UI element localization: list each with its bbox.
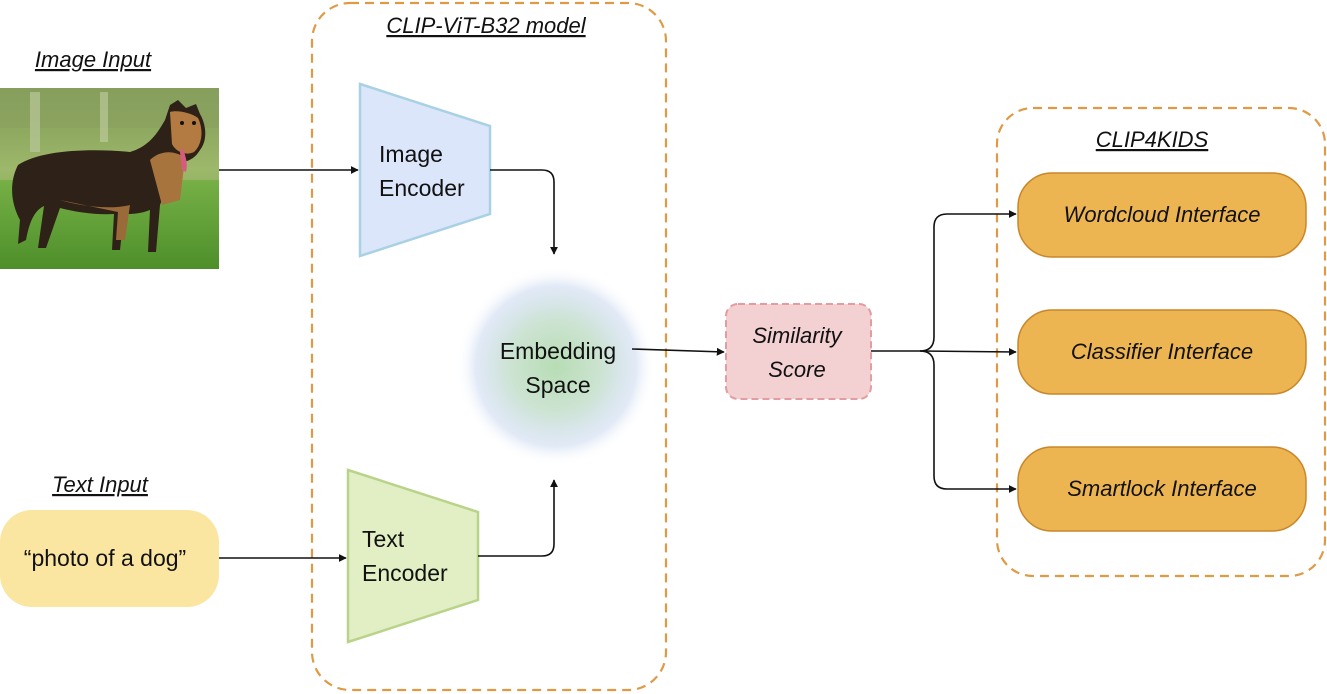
branch-to-classifier-arrow: [919, 347, 1017, 356]
clip-model-title: CLIP-ViT-B32 model: [386, 13, 586, 38]
image-encoder-to-embedding-arrow: [490, 169, 558, 255]
clip4kids-container: [995, 106, 1327, 578]
clip-model-container: [310, 1, 668, 692]
wordcloud-interface-label: Wordcloud Interface: [1064, 202, 1261, 227]
smartlock-interface-label: Smartlock Interface: [1067, 476, 1257, 501]
image-input-title: Image Input: [35, 47, 152, 72]
text-encoder-label-line1: Text: [362, 526, 405, 552]
smartlock-interface-box: [1017, 446, 1307, 532]
embedding-label-line1: Embedding: [500, 338, 616, 364]
classifier-interface-box: [1017, 309, 1307, 395]
text-input-value: “photo of a dog”: [24, 545, 186, 571]
text-input-box: [0, 510, 219, 607]
branch-to-wordcloud-arrow: [919, 210, 1017, 352]
branch-to-smartlock-arrow: [919, 350, 1017, 493]
clip4kids-title: CLIP4KIDS: [1096, 127, 1209, 152]
embedding-space-glow: [456, 266, 656, 466]
dog-photo-image: [0, 88, 219, 269]
image-encoder-label-line2: Encoder: [379, 175, 465, 201]
text-input-title: Text Input: [52, 472, 149, 497]
image-encoder-label-line1: Image: [379, 141, 443, 167]
image-encoder-shape: [358, 82, 492, 258]
text-encoder-shape: [346, 468, 480, 644]
similarity-score-box: [725, 303, 872, 400]
embedding-label-line2: Space: [525, 372, 590, 398]
embedding-to-similarity-arrow: [631, 347, 725, 356]
similarity-label-line2: Score: [768, 357, 825, 382]
wordcloud-interface-box: [1017, 172, 1307, 258]
text-encoder-to-embedding-arrow: [478, 479, 558, 557]
classifier-interface-label: Classifier Interface: [1071, 339, 1253, 364]
text-encoder-label-line2: Encoder: [362, 560, 448, 586]
similarity-label-line1: Similarity: [752, 323, 843, 348]
